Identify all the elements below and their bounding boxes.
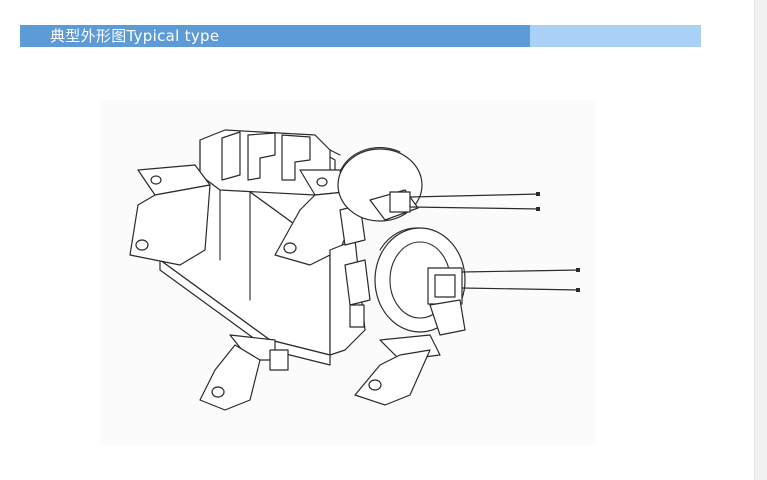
header-bar-dark — [20, 25, 530, 47]
header-bar-light — [530, 25, 701, 47]
terminal-tab-bottom-left — [199, 334, 289, 411]
section-header: 典型外形图Typical type — [20, 25, 701, 47]
scrollbar-track[interactable] — [754, 0, 767, 480]
section-title: 典型外形图Typical type — [50, 27, 220, 45]
mounting-bracket — [329, 204, 371, 356]
relay-top-cover — [199, 129, 341, 196]
current-transformer-lower — [374, 227, 581, 336]
relay-line-drawing — [129, 129, 581, 411]
terminal-tab-upper-left — [129, 164, 211, 266]
current-transformer-upper — [337, 147, 541, 222]
terminal-tab-bottom-right — [354, 334, 441, 406]
typical-type-drawing — [100, 100, 595, 445]
